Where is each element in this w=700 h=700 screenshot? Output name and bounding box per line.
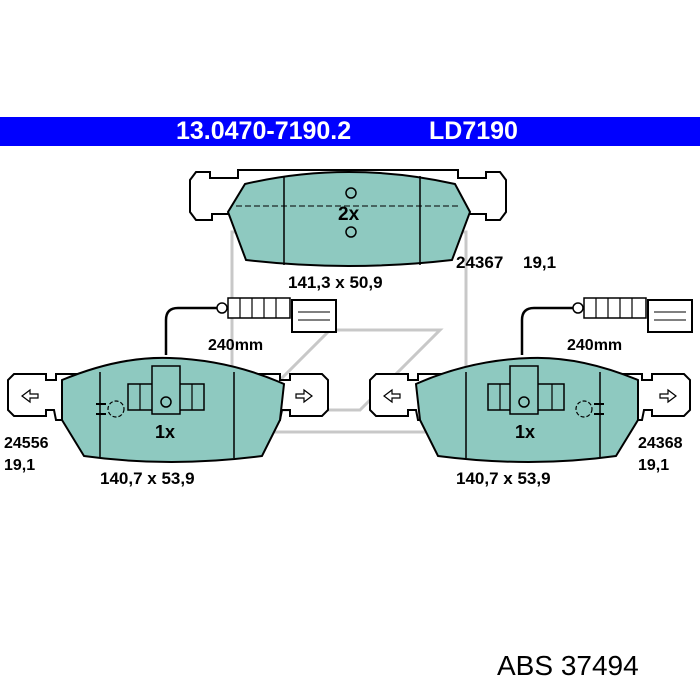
left-pad-spring-mark	[107, 400, 125, 418]
left-pad-quantity: 1x	[155, 422, 175, 442]
left-wear-sensor-connector	[291, 299, 337, 333]
top-pad-quantity: 2x	[338, 204, 360, 225]
rear-left-brake-pad: 1x	[7, 297, 337, 463]
footer-label: ABS 37494	[497, 650, 639, 682]
right-pad-thickness: 19,1	[638, 457, 669, 474]
right-wear-sensor-coil	[583, 297, 647, 319]
left-pad-dimensions: 140,7 x 53,9	[100, 469, 195, 488]
left-pad-wva-number: 24556	[4, 435, 49, 452]
top-pad-wva-number: 24367	[456, 253, 503, 272]
top-pad-thickness: 19,1	[523, 253, 556, 272]
top-pad-hole-lower	[345, 226, 357, 238]
right-sensor-length: 240mm	[567, 337, 622, 354]
part-number: 13.0470-7190.2	[176, 117, 352, 145]
footer-brand: ABS	[497, 650, 554, 681]
brake-pad-diagram: 2x 141,3 x 50,9 24367 19,1 1x 240mm 2455…	[4, 169, 693, 488]
rear-right-brake-pad: 1x	[369, 297, 693, 463]
right-pad-dimensions: 140,7 x 53,9	[456, 469, 551, 488]
top-brake-pad: 2x	[189, 169, 507, 267]
right-pad-wva-number: 24368	[638, 435, 683, 452]
right-pad-quantity: 1x	[515, 422, 535, 442]
right-wear-sensor-cable	[520, 306, 574, 355]
left-sensor-length: 240mm	[208, 337, 263, 354]
top-pad-hole-upper	[345, 187, 357, 199]
header-bar: 13.0470-7190.2 LD7190	[0, 117, 700, 146]
left-wear-sensor-coil	[227, 297, 291, 319]
right-wear-sensor-connector	[647, 299, 693, 333]
reference-number: LD7190	[429, 117, 518, 145]
top-pad-friction-material	[226, 171, 472, 267]
left-wear-sensor-cable	[164, 306, 218, 355]
footer-article: 37494	[560, 650, 639, 681]
left-pad-thickness: 19,1	[4, 457, 35, 474]
right-pad-spring-mark	[575, 400, 593, 418]
top-pad-dimensions: 141,3 x 50,9	[288, 273, 383, 292]
